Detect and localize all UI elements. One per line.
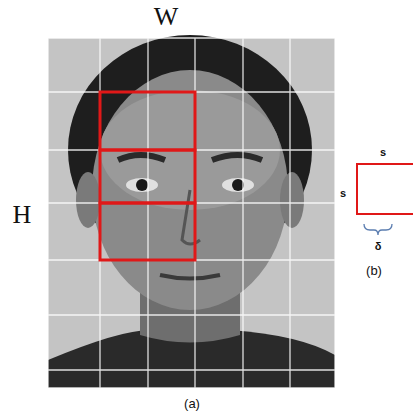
face bbox=[92, 70, 288, 310]
window-square bbox=[357, 164, 413, 214]
panel-label: (a) bbox=[184, 397, 200, 410]
brow bbox=[212, 155, 262, 160]
width-label: W bbox=[154, 4, 179, 30]
mouth bbox=[160, 275, 220, 279]
delta-bracket bbox=[364, 224, 392, 235]
eye bbox=[222, 178, 254, 192]
brow bbox=[118, 155, 165, 160]
pupil bbox=[136, 179, 148, 191]
panel-label: (b) bbox=[366, 264, 382, 277]
step-label: δ bbox=[375, 241, 382, 252]
pupil bbox=[232, 179, 244, 191]
red-windows bbox=[100, 92, 195, 260]
height-label: H bbox=[13, 202, 32, 228]
side-label: s bbox=[340, 188, 346, 199]
side-label: s bbox=[380, 147, 386, 158]
ear bbox=[76, 172, 100, 228]
nose bbox=[182, 190, 200, 244]
grid bbox=[48, 38, 335, 388]
eye bbox=[126, 178, 158, 192]
ear bbox=[280, 172, 304, 228]
